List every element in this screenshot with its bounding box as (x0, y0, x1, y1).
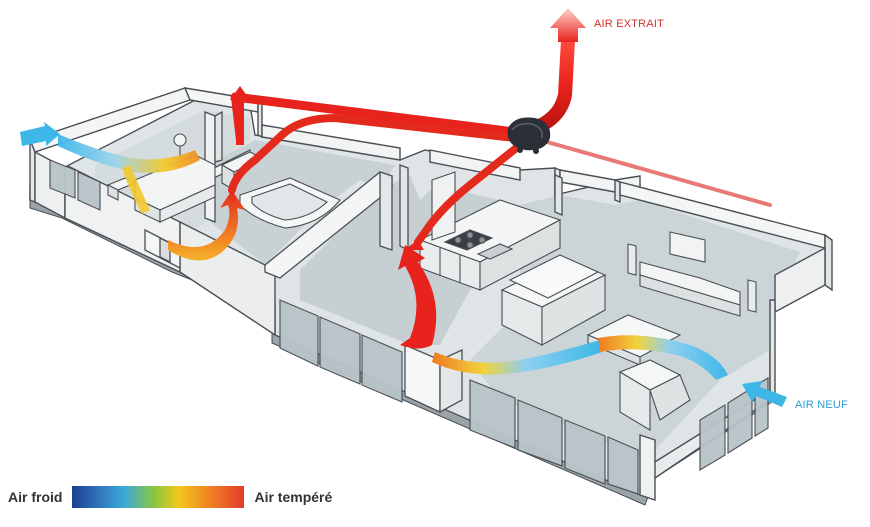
extract-air-label: AIR EXTRAIT (594, 18, 665, 30)
temperature-legend: Air froid Air tempéré (8, 484, 332, 510)
exhaust-arrow-icon (550, 8, 586, 42)
legend-gradient-bar (72, 486, 245, 508)
bedroom-furniture (106, 133, 216, 223)
kitchen-furniture (418, 171, 562, 291)
bathroom-extract-arrow-icon (230, 86, 250, 145)
legend-warm-label: Air tempéré (254, 489, 333, 505)
ventilation-unit-icon (507, 117, 551, 154)
legend-cold-label: Air froid (8, 489, 63, 505)
fresh-air-label: AIR NEUF (795, 399, 848, 411)
fresh-air-flow-right (598, 335, 787, 407)
fresh-air-arrow-icon (742, 381, 787, 407)
transfer-air-flows (168, 190, 602, 375)
fresh-air-flow-left (20, 122, 200, 214)
kitchen-extract-arrow-icon (404, 240, 424, 250)
